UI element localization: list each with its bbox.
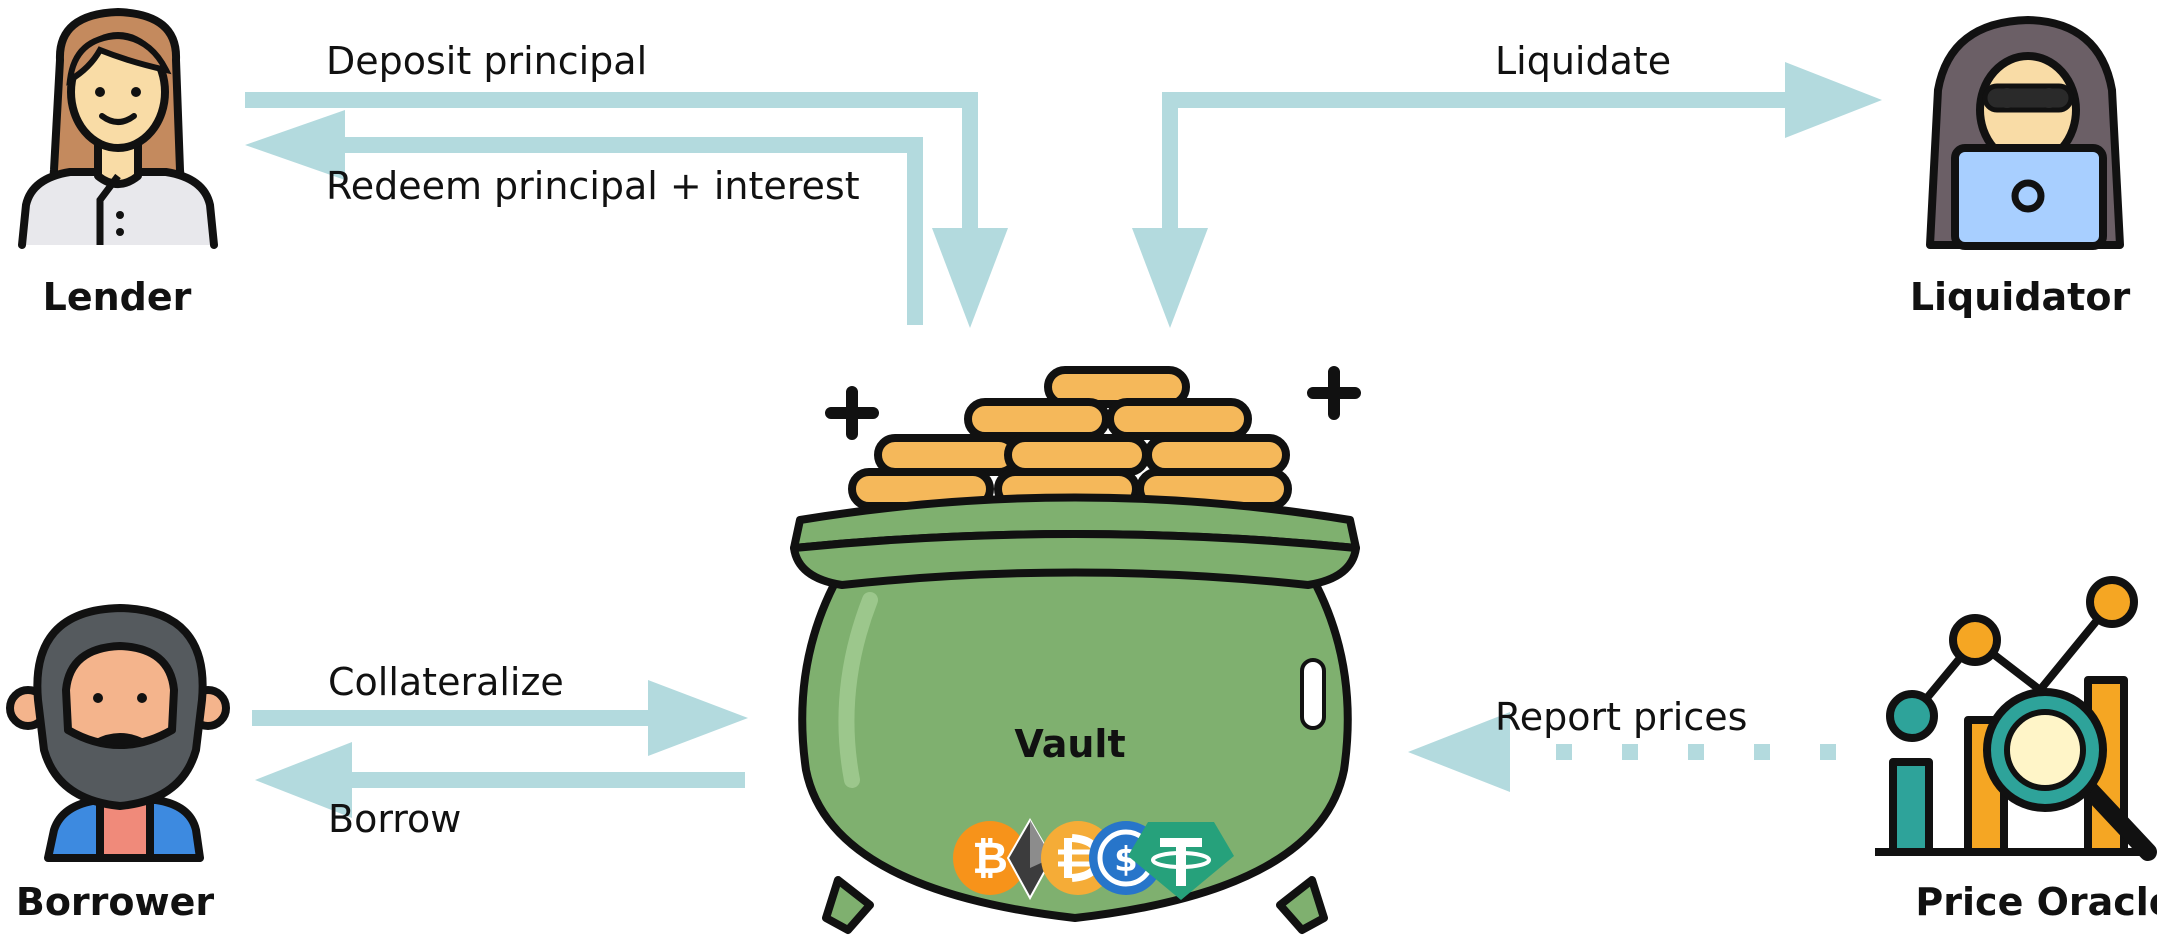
collateralize-arrow: [252, 680, 748, 756]
lender-icon: [18, 8, 218, 249]
liquidator-icon: [1926, 16, 2124, 250]
redeem-label: Redeem principal + interest: [326, 164, 860, 208]
token-icons: ₿ $: [953, 818, 1234, 901]
tether-icon: [1128, 822, 1234, 900]
price-oracle-label: Price Oracle: [1915, 880, 2157, 924]
liquidate-label: Liquidate: [1495, 39, 1671, 83]
deposit-label: Deposit principal: [326, 39, 647, 83]
vault-label: Vault: [1014, 722, 1125, 766]
borrower-label: Borrower: [16, 880, 215, 924]
svg-text:₿: ₿: [972, 833, 1008, 884]
bitcoin-icon: ₿: [953, 821, 1027, 895]
report-prices-label: Report prices: [1495, 695, 1747, 739]
price-oracle-icon: [1875, 576, 2157, 861]
borrow-label: Borrow: [328, 797, 461, 841]
lender-label: Lender: [43, 275, 192, 319]
borrower-icon: [6, 604, 230, 862]
collateralize-label: Collateralize: [328, 660, 564, 704]
deposit-arrow: [245, 92, 1008, 328]
redeem-arrow: [245, 110, 923, 325]
liquidator-label: Liquidator: [1910, 275, 2131, 319]
borrow-arrow: [255, 742, 745, 818]
liquidate-arrow: [1132, 62, 1882, 328]
report-prices-arrow: [1408, 712, 1836, 792]
